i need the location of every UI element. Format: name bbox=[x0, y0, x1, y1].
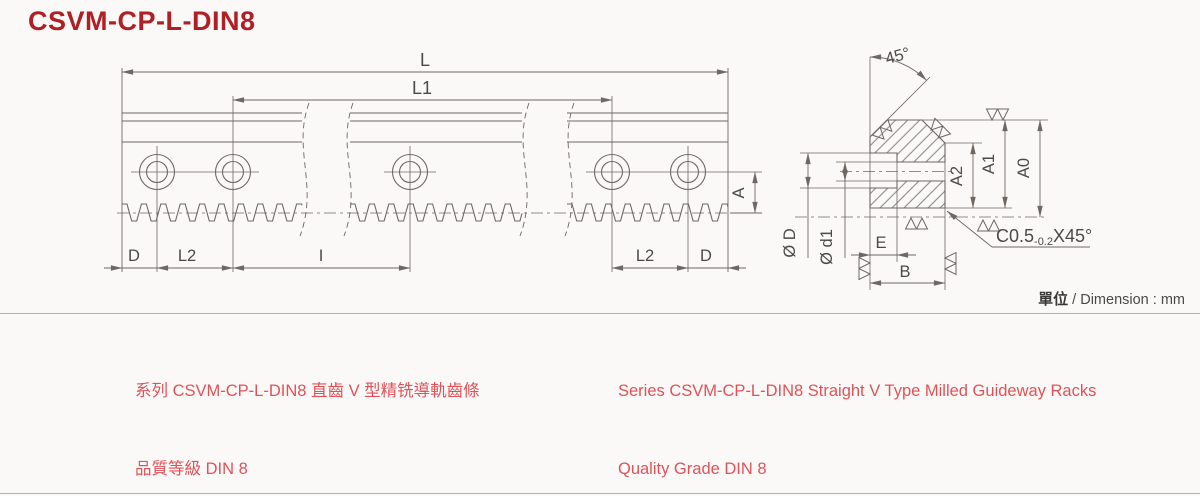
rack-teeth-segment bbox=[350, 203, 523, 222]
series-line1-en: Series CSVM-CP-L-DIN8 Straight V Type Mi… bbox=[618, 382, 1097, 400]
dim-label-A2: A2 bbox=[948, 166, 966, 186]
dim-label-L1: L1 bbox=[412, 78, 432, 98]
section-view-drawing: 45° Ø D Ø d1 E B A2 A1 A0 C0.5-0.2X45° bbox=[781, 44, 1092, 290]
series-description-en: Series CSVM-CP-L-DIN8 Straight V Type Mi… bbox=[618, 326, 1096, 496]
break-lines bbox=[299, 102, 575, 237]
divider-top bbox=[0, 313, 1200, 314]
surface-finish-icon bbox=[944, 251, 957, 276]
front-view-dimension-lines bbox=[104, 69, 762, 271]
surface-finish-icon bbox=[858, 256, 871, 281]
series-line2-zh: 品質等級 DIN 8 bbox=[135, 460, 248, 478]
section-lower-material bbox=[869, 180, 946, 209]
dim-label-L: L bbox=[420, 50, 430, 70]
rack-teeth-segment bbox=[567, 203, 729, 222]
series-description-zh: 系列 CSVM-CP-L-DIN8 直齒 V 型精铣導軌齒條 品質等級 DIN … bbox=[135, 326, 480, 496]
dim-label-B: B bbox=[899, 263, 910, 281]
dim-label-A0: A0 bbox=[1015, 158, 1033, 178]
series-line1-zh: 系列 CSVM-CP-L-DIN8 直齒 V 型精铣導軌齒條 bbox=[135, 382, 480, 400]
dim-label-45deg: 45° bbox=[883, 44, 912, 68]
mounting-holes bbox=[138, 153, 707, 191]
unit-note-en: / Dimension : mm bbox=[1068, 292, 1185, 308]
dim-label-I: I bbox=[319, 247, 324, 265]
divider-bottom bbox=[0, 493, 1200, 494]
front-view-drawing: L L1 D L2 I L2 D A bbox=[104, 50, 762, 272]
dim-label-L2-right: L2 bbox=[636, 247, 654, 265]
dim-label-A: A bbox=[730, 187, 748, 198]
dim-label-E: E bbox=[875, 234, 886, 252]
dim-label-D-left: D bbox=[128, 247, 140, 265]
series-line2-en: Quality Grade DIN 8 bbox=[618, 460, 767, 478]
dim-label-OD: Ø D bbox=[781, 228, 799, 257]
page-title: CSVM-CP-L-DIN8 bbox=[28, 6, 256, 36]
unit-note-zh: 單位 bbox=[1038, 291, 1069, 308]
spec-block-en: Series CSVM-CP-L-DIN8 Straight V Type Mi… bbox=[618, 326, 1096, 496]
dim-label-D-right: D bbox=[700, 247, 712, 265]
dim-label-L2-left: L2 bbox=[178, 247, 196, 265]
section-extension-lines bbox=[795, 57, 1048, 290]
dim-label-Od1: Ø d1 bbox=[818, 229, 836, 265]
rack-side-edges bbox=[121, 68, 729, 272]
spec-block-zh: 系列 CSVM-CP-L-DIN8 直齒 V 型精铣導軌齒條 品質等級 DIN … bbox=[135, 326, 480, 496]
hole-centerlines-vertical bbox=[156, 96, 689, 272]
chamfer-callout: C0.5-0.2X45° bbox=[996, 226, 1092, 248]
surface-finish-icon bbox=[985, 108, 1010, 121]
rack-teeth-segment bbox=[122, 203, 303, 222]
surface-finish-icon bbox=[904, 217, 929, 230]
dim-label-A1: A1 bbox=[980, 154, 998, 174]
section-dimension-lines bbox=[805, 54, 1090, 286]
unit-note: 單位 / Dimension : mm bbox=[1038, 288, 1185, 309]
